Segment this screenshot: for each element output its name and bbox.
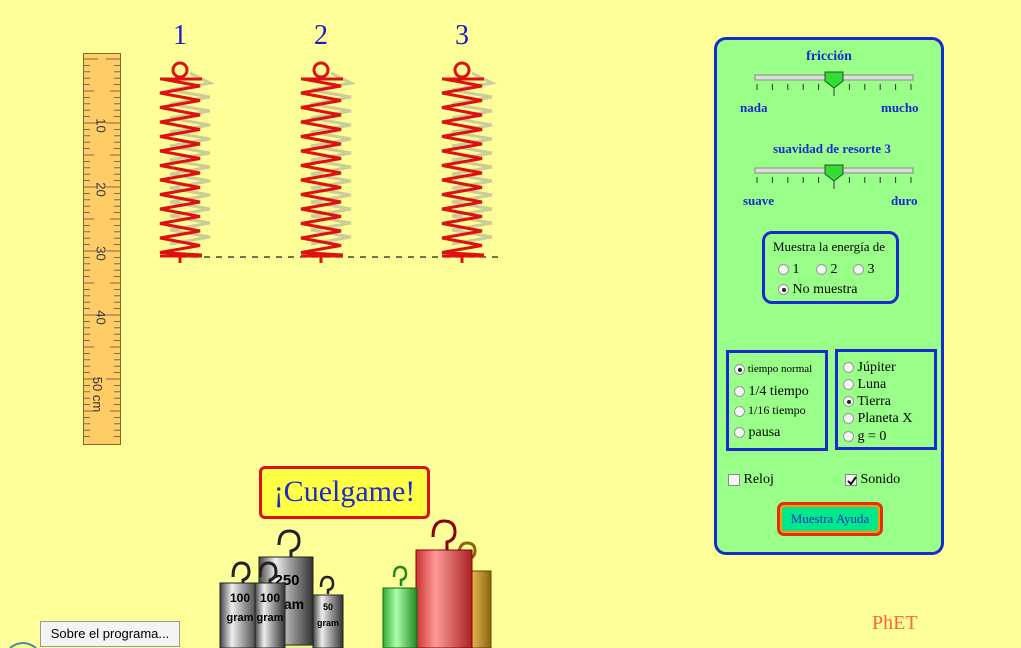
time-box: tiempo normal 1/4 tiempo 1/16 tiempo pau…	[726, 350, 828, 451]
softness-min-label: suave	[743, 193, 775, 208]
springs-area	[159, 61, 502, 263]
time-radio-pause[interactable]	[734, 427, 745, 439]
gravity-option-earth[interactable]: Tierra	[843, 394, 891, 410]
energy-box: Muestra la energía de 1 2 3 No muestra	[762, 231, 899, 304]
gravity-option-planet-x[interactable]: Planeta X	[843, 411, 912, 427]
time-option-sixteenth[interactable]: 1/16 tiempo	[734, 403, 806, 418]
energy-option-1[interactable]: 1	[778, 262, 800, 278]
mass-green[interactable]	[382, 565, 418, 648]
time-option-sixteenth-label: 1/16 tiempo	[748, 403, 806, 417]
spring-1-hook-icon	[171, 61, 189, 79]
sound-label: Sonido	[860, 472, 901, 487]
mass-100-gram[interactable]: 100 gram	[219, 561, 261, 648]
energy-option-2[interactable]: 2	[816, 262, 838, 278]
time-option-quarter[interactable]: 1/4 tiempo	[734, 384, 809, 400]
spring-3[interactable]	[441, 77, 485, 257]
clock-label: Reloj	[743, 472, 774, 487]
spring-2-hook-icon	[312, 61, 330, 79]
time-option-pause[interactable]: pausa	[734, 425, 780, 441]
mass-100-2-unit: gram	[257, 612, 284, 624]
energy-option-none[interactable]: No muestra	[778, 282, 857, 298]
mass-red[interactable]	[415, 519, 473, 648]
ruler-label-40: 40	[93, 310, 109, 325]
energy-option-1-label: 1	[792, 262, 800, 277]
gravity-radio-zero[interactable]	[843, 431, 854, 443]
energy-option-3[interactable]: 3	[853, 262, 875, 278]
spring-1[interactable]	[159, 77, 203, 257]
spring-2-label: 2	[314, 20, 328, 51]
gravity-box: Júpiter Luna Tierra Planeta X g = 0	[835, 349, 937, 450]
ruler-label-30: 30	[93, 246, 109, 261]
gravity-option-zero-label: g = 0	[857, 429, 887, 444]
sound-checkbox-row[interactable]: Sonido	[845, 472, 900, 488]
gravity-option-jupiter-label: Júpiter	[857, 360, 896, 375]
energy-radio-1[interactable]	[778, 264, 789, 276]
ruler-ticks	[84, 58, 120, 438]
mass-50-gram[interactable]: 50 gram	[312, 575, 344, 648]
energy-option-none-label: No muestra	[792, 282, 858, 297]
gravity-option-earth-label: Tierra	[857, 394, 891, 409]
ruler[interactable]: 10 20 30 40 50 cm	[83, 53, 121, 445]
corner-decoration-icon	[9, 642, 37, 648]
softness-title: suavidad de resorte 3	[773, 141, 891, 156]
show-help-button[interactable]: Muestra Ayuda	[777, 502, 883, 536]
ruler-label-20: 20	[93, 182, 109, 197]
spring-3-label: 3	[455, 20, 469, 51]
gravity-option-moon[interactable]: Luna	[843, 377, 886, 393]
friction-slider[interactable]	[753, 70, 915, 98]
energy-option-2-label: 2	[830, 262, 838, 277]
friction-min-label: nada	[740, 100, 768, 115]
gravity-radio-earth[interactable]	[843, 396, 854, 408]
energy-radio-3[interactable]	[853, 264, 864, 276]
softness-slider[interactable]	[753, 163, 915, 191]
gravity-radio-jupiter[interactable]	[843, 362, 854, 374]
mass-100-value: 100	[230, 591, 250, 605]
masses-area: 250 gram 100 gram 100 gram 50 gram	[219, 519, 492, 648]
time-radio-normal[interactable]	[734, 363, 745, 375]
softness-slider-thumb[interactable]	[824, 164, 844, 182]
clock-checkbox[interactable]	[728, 473, 740, 486]
time-radio-sixteenth[interactable]	[734, 405, 745, 417]
energy-radio-none[interactable]	[778, 284, 789, 296]
spring-2[interactable]	[300, 77, 344, 257]
time-option-normal-label: tiempo normal	[747, 363, 813, 375]
sound-checkbox[interactable]	[845, 473, 857, 486]
control-panel: fricción nada mucho suavidad de resorte …	[714, 37, 944, 555]
about-button[interactable]: Sobre el programa...	[40, 621, 180, 647]
friction-title: fricción	[806, 49, 852, 64]
time-option-normal[interactable]: tiempo normal	[734, 363, 812, 375]
time-option-quarter-label: 1/4 tiempo	[748, 384, 809, 399]
clock-checkbox-row[interactable]: Reloj	[728, 472, 774, 488]
mass-50-value: 50	[323, 602, 333, 612]
ruler-label-50: 50 cm	[90, 376, 106, 413]
hang-me-label: ¡Cuelgame!	[259, 466, 430, 519]
energy-radio-2[interactable]	[816, 264, 827, 276]
gravity-option-jupiter[interactable]: Júpiter	[843, 360, 896, 376]
friction-slider-thumb[interactable]	[824, 71, 844, 89]
mass-50-unit: gram	[317, 618, 339, 628]
phet-logo: PhET	[872, 612, 918, 634]
time-option-pause-label: pausa	[748, 425, 781, 440]
softness-max-label: duro	[891, 193, 918, 208]
energy-title: Muestra la energía de	[773, 239, 886, 254]
gravity-option-moon-label: Luna	[857, 377, 887, 392]
gravity-option-zero[interactable]: g = 0	[843, 429, 886, 445]
spring-3-hook-icon	[453, 61, 471, 79]
mass-100-gram-2[interactable]: 100 gram	[254, 561, 286, 648]
mass-100-2-value: 100	[260, 591, 280, 605]
friction-max-label: mucho	[881, 100, 919, 115]
mass-100-unit: gram	[227, 612, 254, 624]
ruler-label-10: 10	[93, 118, 109, 133]
gravity-radio-moon[interactable]	[843, 379, 854, 391]
time-radio-quarter[interactable]	[734, 386, 745, 398]
energy-option-3-label: 3	[867, 262, 875, 277]
gravity-radio-planet-x[interactable]	[843, 413, 854, 425]
spring-1-label: 1	[173, 20, 187, 51]
gravity-option-planet-x-label: Planeta X	[857, 411, 913, 426]
